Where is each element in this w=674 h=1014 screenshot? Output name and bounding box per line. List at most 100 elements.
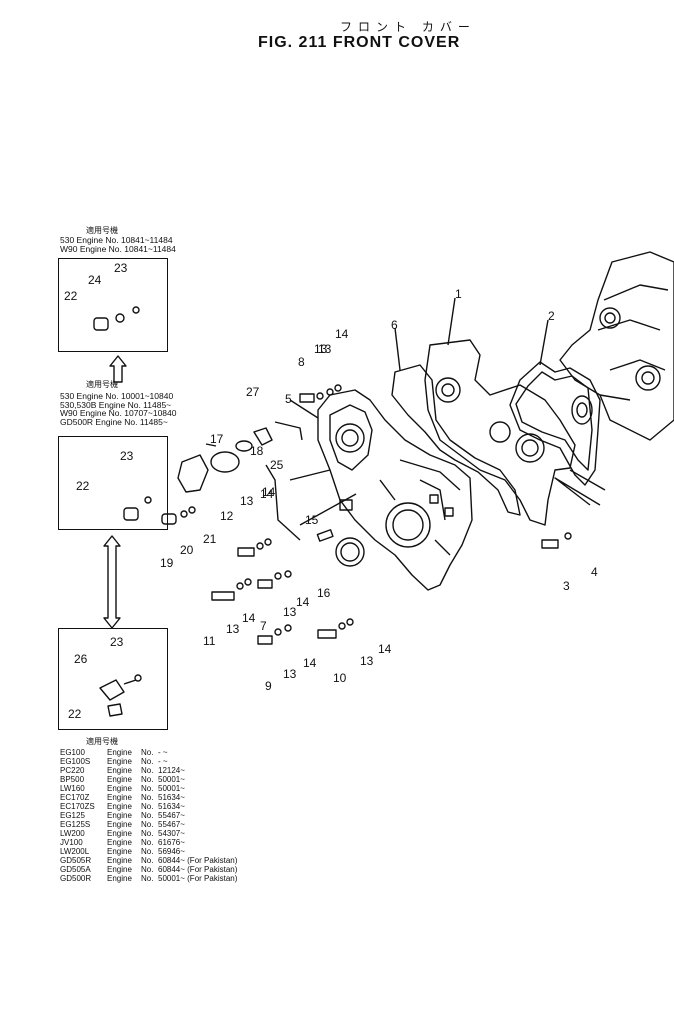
applicability-line: 530 Engine No. 10841~11484: [60, 235, 173, 245]
table-cell-model: EC170Z: [60, 793, 90, 802]
bolt-8: [299, 384, 342, 403]
bolt-12: [237, 538, 272, 557]
callout-10: 10: [333, 671, 347, 685]
applicability-line: 530 Engine No. 10001~10840: [60, 391, 174, 401]
table-cell-model: EC170ZS: [60, 802, 95, 811]
callout-23: 23: [114, 261, 128, 275]
table-cell-range: 50001~ (For Pakistan): [158, 874, 238, 883]
callout-14: 14: [260, 487, 274, 501]
table-cell-engine: Engine: [107, 865, 132, 874]
table-cell-range: 54307~: [158, 829, 185, 838]
table-cell-engine: Engine: [107, 784, 132, 793]
table-cell-engine: Engine: [107, 811, 132, 820]
callout-14: 14: [296, 595, 310, 609]
applicability-block-2: 530 Engine No. 10001~10840 530,530B Engi…: [60, 392, 177, 426]
table-cell-model: EG100S: [60, 757, 91, 766]
table-cell-range: 60844~ (For Pakistan): [158, 865, 238, 874]
callout-11: 11: [203, 634, 216, 648]
callout-14: 14: [335, 327, 349, 341]
applicability-line: W90 Engine No. 10707~10840: [60, 408, 177, 418]
table-cell-model: JV100: [60, 838, 83, 847]
o-ring-18: [210, 451, 240, 473]
callout-13: 13: [283, 605, 297, 619]
callout-25: 25: [270, 458, 284, 472]
callout-21: 21: [203, 532, 217, 546]
callout-18: 18: [250, 444, 264, 458]
figure-title: FIG. 211 FRONT COVER: [258, 34, 461, 51]
table-cell-no: No.: [141, 829, 154, 838]
callout-26: 26: [74, 652, 88, 666]
callout-22: 22: [64, 289, 78, 303]
table-cell-no: No.: [141, 775, 154, 784]
callout-13: 13: [318, 342, 332, 356]
table-cell-range: 61676~: [158, 838, 185, 847]
table-row: LW200 Engine No. 54307~: [60, 829, 237, 838]
applicability-line: W90 Engine No. 10841~11484: [60, 243, 176, 254]
table-cell-range: 50001~: [158, 784, 185, 793]
plug-27: [253, 427, 273, 446]
table-cell-no: No.: [141, 802, 154, 811]
callout-27: 27: [246, 385, 260, 399]
engine-block-outline: [559, 251, 674, 441]
callout-9: 9: [265, 679, 272, 693]
callout-16: 16: [317, 586, 331, 600]
table-cell-range: 12124~: [158, 766, 185, 775]
callout-5: 5: [285, 392, 292, 406]
callout-13: 13: [226, 622, 240, 636]
table-cell-engine: Engine: [107, 748, 132, 757]
callout-14: 14: [378, 642, 392, 656]
callout-13: 13: [360, 654, 374, 668]
table-cell-no: No.: [141, 793, 154, 802]
table-cell-range: 50001~: [158, 775, 185, 784]
table-cell-no: No.: [141, 820, 154, 829]
inset-box-3: [58, 628, 168, 730]
inset-box-1: [58, 258, 168, 352]
bolt-9: [257, 624, 292, 645]
table-cell-range: 55467~: [158, 820, 185, 829]
callout-22: 22: [76, 479, 90, 493]
table-cell-model: LW200: [60, 829, 85, 838]
callout-23: 23: [120, 449, 134, 463]
table-row: EG125S Engine No. 55467~: [60, 820, 237, 829]
table-cell-model: GD505A: [60, 865, 91, 874]
table-cell-no: No.: [141, 748, 154, 757]
applicability-heading-2: 適用号機: [86, 380, 118, 389]
table-cell-engine: Engine: [107, 757, 132, 766]
callout-13: 13: [240, 494, 254, 508]
callout-13: 13: [283, 667, 297, 681]
table-cell-engine: Engine: [107, 820, 132, 829]
table-cell-model: EG125S: [60, 820, 91, 829]
callout-14: 14: [303, 656, 317, 670]
table-cell-no: No.: [141, 811, 154, 820]
table-cell-range: 51634~: [158, 793, 185, 802]
applicability-line: GD500R Engine No. 11485~: [60, 416, 168, 427]
table-cell-no: No.: [141, 874, 154, 883]
table-cell-engine: Engine: [107, 856, 132, 865]
table-cell-model: LW160: [60, 784, 85, 793]
callout-22: 22: [68, 707, 82, 721]
callout-12: 12: [220, 509, 234, 523]
table-cell-no: No.: [141, 838, 154, 847]
table-cell-model: EG100: [60, 748, 85, 757]
figure-title-japanese: フロント カバー: [340, 20, 476, 34]
table-cell-no: No.: [141, 757, 154, 766]
applicability-line: 530,530B Engine No. 11485~: [60, 399, 172, 410]
bolt-7: [257, 570, 292, 589]
table-cell-no: No.: [141, 784, 154, 793]
table-cell-range: 51634~: [158, 802, 185, 811]
applicability-heading-3: 適用号機: [86, 737, 118, 746]
table-cell-no: No.: [141, 766, 154, 775]
table-cell-range: 56946~: [158, 847, 185, 856]
table-cell-model: GD500R: [60, 874, 92, 883]
table-cell-engine: Engine: [107, 829, 132, 838]
bolt-3: [541, 532, 572, 549]
applicability-block-1: 530 Engine No. 10841~11484 W90 Engine No…: [60, 236, 176, 253]
